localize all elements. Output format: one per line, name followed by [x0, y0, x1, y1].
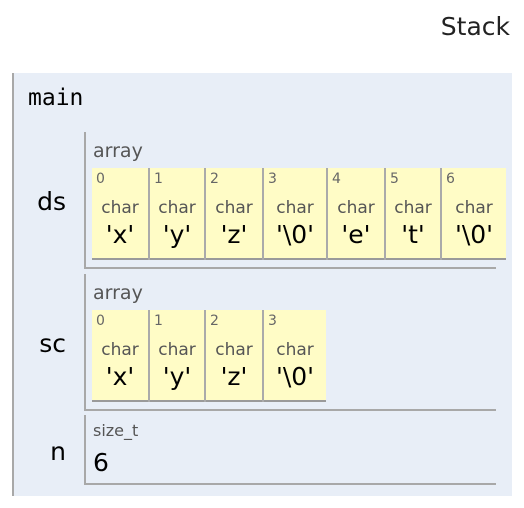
cell-border [92, 400, 148, 402]
array-cell: 2 char'z' [206, 168, 264, 260]
var-name-n: n [50, 437, 66, 466]
array-cell: 1 char'y' [150, 168, 206, 260]
array-cell: 3 char'\0' [264, 168, 328, 260]
cell-value: 'x' [105, 220, 135, 249]
value-n: 6 [93, 448, 109, 477]
cell-value: 'x' [105, 362, 135, 391]
cell-value: 'e' [341, 220, 371, 249]
cell-value: '\0' [454, 220, 494, 249]
cell-border [264, 400, 326, 402]
cell-border [386, 258, 440, 260]
stack-header: Stack [440, 12, 510, 41]
cell-index: 0 [96, 313, 105, 329]
cell-index: 2 [210, 171, 219, 187]
cell-value: '\0' [275, 220, 315, 249]
cell-index: 5 [390, 171, 399, 187]
cell-value: 'z' [220, 220, 248, 249]
cell-border [264, 258, 326, 260]
cell-index: 4 [332, 171, 341, 187]
cell-value: '\0' [275, 362, 315, 391]
cell-index: 3 [268, 313, 277, 329]
cell-border [206, 400, 262, 402]
array-cell: 4 char'e' [328, 168, 386, 260]
cell-type: char [276, 198, 314, 218]
array-cell: 0 char'x' [92, 168, 150, 260]
frame-name: main [28, 85, 84, 111]
cell-type: char [337, 198, 375, 218]
array-cell: 0 char'x' [92, 310, 150, 402]
cell-index: 2 [210, 313, 219, 329]
cell-border [150, 258, 204, 260]
var-name-ds: ds [37, 187, 66, 216]
cell-index: 1 [154, 171, 163, 187]
cell-index: 0 [96, 171, 105, 187]
cell-border [150, 400, 204, 402]
array-cell: 5 char't' [386, 168, 442, 260]
cell-border [442, 258, 506, 260]
cell-value: 'z' [220, 362, 248, 391]
cell-border [328, 258, 384, 260]
array-type-label: array [93, 282, 143, 304]
cell-index: 6 [446, 171, 455, 187]
var-name-sc: sc [39, 329, 66, 358]
cell-type: char [215, 340, 253, 360]
cell-type: char [101, 198, 139, 218]
array-cell: 1 char'y' [150, 310, 206, 402]
var-box-n: size_t 6 [84, 415, 496, 485]
cell-value: 'y' [162, 220, 192, 249]
type-label-n: size_t [93, 421, 139, 440]
cell-index: 1 [154, 313, 163, 329]
cell-type: char [394, 198, 432, 218]
array-cell: 3 char'\0' [264, 310, 326, 402]
cell-type: char [455, 198, 493, 218]
cell-value: 'y' [162, 362, 192, 391]
cell-type: char [215, 198, 253, 218]
cell-type: char [276, 340, 314, 360]
cell-type: char [101, 340, 139, 360]
array-cell: 2 char'z' [206, 310, 264, 402]
cell-index: 3 [268, 171, 277, 187]
array-type-label: array [93, 140, 143, 162]
cell-border [206, 258, 262, 260]
cell-type: char [158, 340, 196, 360]
cell-type: char [158, 198, 196, 218]
cell-border [92, 258, 148, 260]
cell-value: 't' [401, 220, 425, 249]
